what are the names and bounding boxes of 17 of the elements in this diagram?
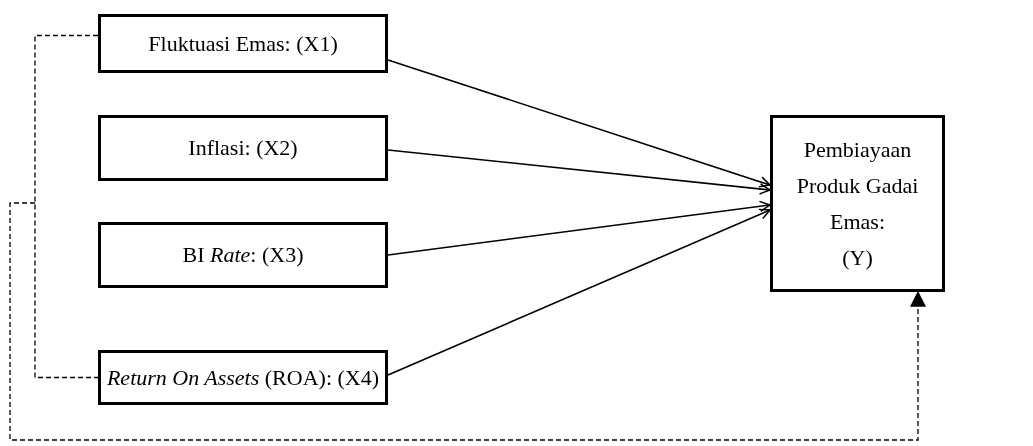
arrow xyxy=(387,149,771,195)
variable-label: Fluktuasi Emas: (X1) xyxy=(148,29,338,58)
variable-box xyxy=(98,350,388,405)
variable-box xyxy=(98,115,388,181)
variable-box xyxy=(770,115,945,292)
arrow xyxy=(387,208,771,376)
variable-label: (Y) xyxy=(842,243,873,272)
variable-label: Pembiayaan Produk Gadai Emas: xyxy=(795,135,920,236)
arrow xyxy=(387,59,771,188)
variable-box xyxy=(98,14,388,73)
dashed-connector xyxy=(9,202,926,441)
dashed-connector xyxy=(34,34,99,379)
variable-label: Return On Assets (ROA): (X4) xyxy=(106,363,380,392)
variable-label: BI Rate: (X3) xyxy=(182,241,304,269)
arrow xyxy=(387,200,771,256)
variable-box xyxy=(98,222,388,288)
variable-label: Inflasi: (X2) xyxy=(188,134,298,162)
